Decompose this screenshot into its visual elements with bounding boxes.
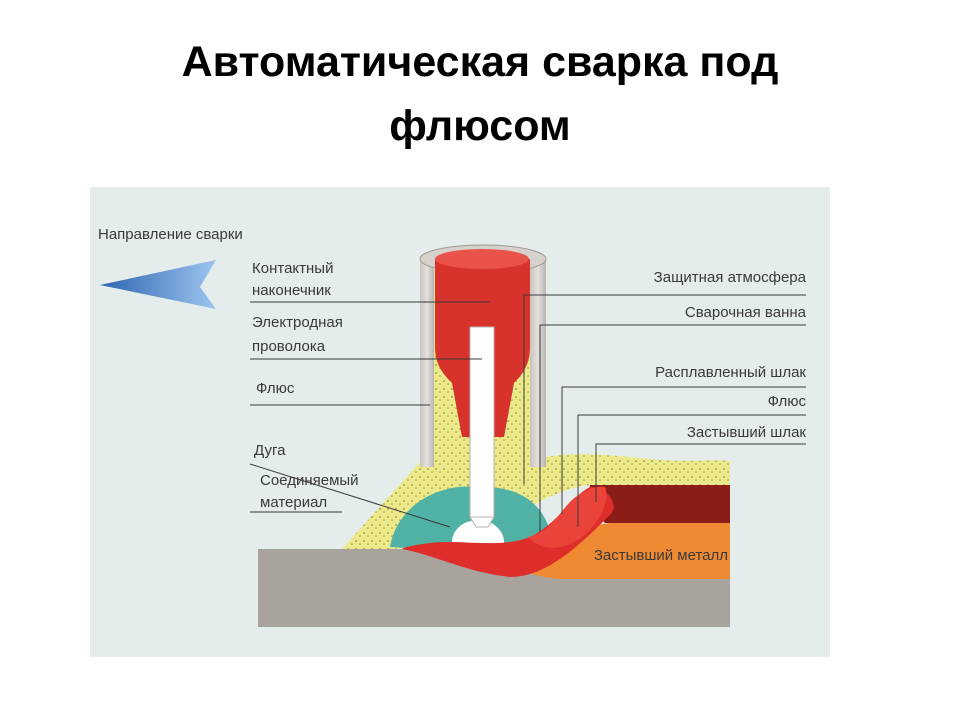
base-material-right [470,549,730,627]
label-weld-pool: Сварочная ванна [685,304,807,321]
leader-solid-slag [595,443,806,502]
label-contact-tip-line-1: Контактный [252,260,333,277]
label-solid-metal: Застывший металл [594,547,728,564]
label-electrode-wire: Электродная проволока [252,314,347,355]
slide-title: Автоматическая сварка под флюсом [0,30,960,158]
leader-molten-slag [561,386,806,514]
welding-direction-arrow [100,260,216,309]
label-shield-atmosphere: Защитная атмосфера [654,269,807,286]
electrode-tip [469,516,495,528]
label-arc: Дуга [254,442,286,459]
leader-flux-right [577,414,806,527]
label-contact-tip: Контактный наконечник [252,260,338,299]
welding-diagram: Направление сварки Контактный наконечник… [90,187,830,657]
solid-slag-layer [589,485,730,523]
contact-tip-tube-right-wall [530,259,546,467]
leader-arc [249,463,451,528]
leader-weld-pool [539,324,806,532]
base-material-block [258,549,470,627]
label-base-material-line-2: материал [260,494,327,511]
label-welding-direction: Направление сварки [98,226,243,243]
label-electrode-wire-line-2: проволока [252,338,326,355]
label-molten-slag: Расплавленный шлак [655,364,806,381]
slide-title-line-1: Автоматическая сварка под [181,38,779,86]
label-flux-left: Флюс [256,380,295,397]
molten-slag-front [528,486,607,548]
contact-tip-tube-left-wall [420,259,434,467]
label-solid-slag: Застывший шлак [687,424,807,441]
label-flux-right: Флюс [768,393,807,410]
leader-shield-atmosphere [523,294,806,484]
label-base-material: Соединяемый материал [260,472,363,511]
label-base-material-line-1: Соединяемый [260,472,359,489]
label-contact-tip-line-2: наконечник [252,282,331,299]
slide-title-line-2: флюсом [389,102,571,150]
molten-slag [402,487,614,577]
contact-tip-top [435,249,529,269]
label-electrode-wire-line-1: Электродная [252,314,343,331]
electrode-wire [469,326,495,518]
